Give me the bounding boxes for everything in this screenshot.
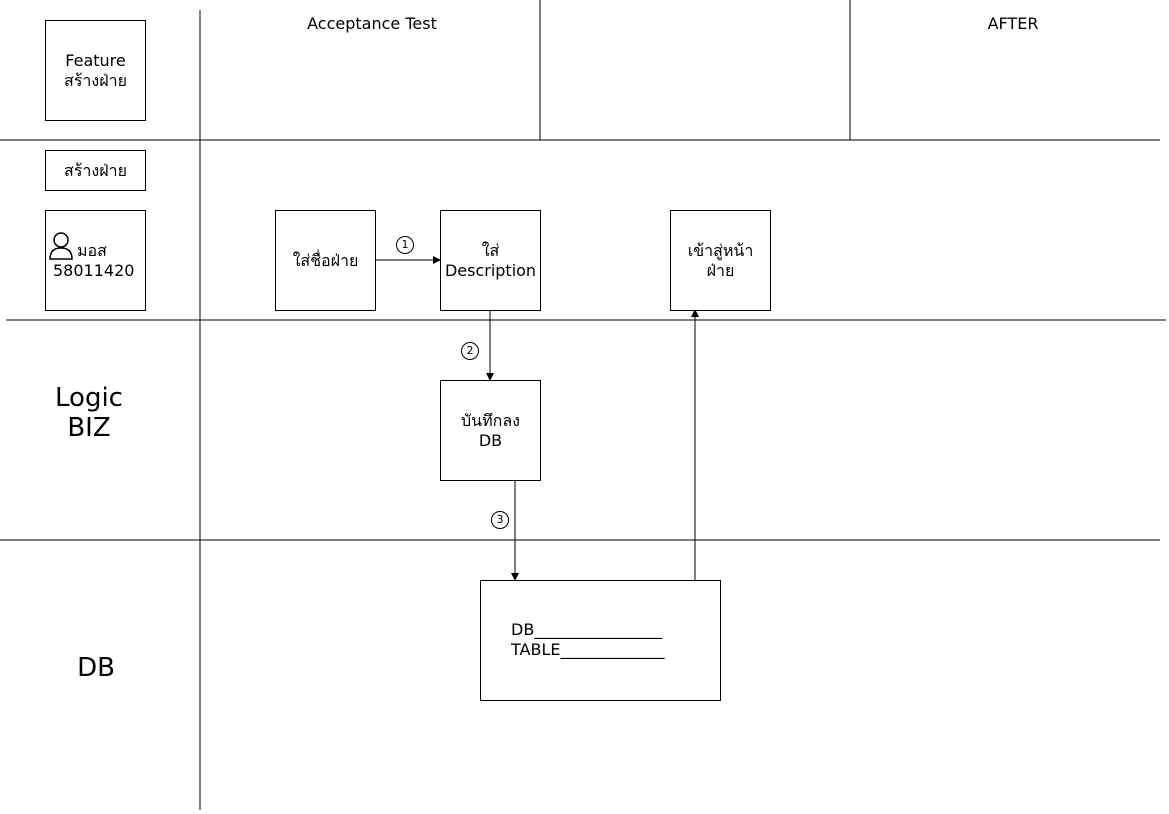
lane-label-logic: Logic BIZ [39,383,139,443]
user-icon [49,232,73,260]
step-enter-description-box: ใส่ Description [440,210,541,311]
story-box: สร้างฝ่าย [45,150,146,191]
db-table-line-db: DB________________ [511,620,663,639]
actor-id: 58011420 [53,261,135,280]
acceptance-test-title: Acceptance Test [307,14,437,33]
step-number-1: 1 [396,236,414,254]
after-title: AFTER [987,14,1039,33]
step-enter-description-line1: ใส่ [481,240,500,260]
step-number-3: 3 [491,511,509,529]
lane-label-logic-line1: Logic [55,383,123,413]
step-number-2: 2 [461,342,479,360]
step-go-page-box: เข้าสู่หน้า ฝ่าย [670,210,771,311]
feature-box: Feature สร้างฝ่าย [45,20,146,121]
feature-label: Feature [65,50,126,70]
db-table-text: DB________________ TABLE_____________ [511,620,664,660]
lane-label-logic-line2: BIZ [67,413,111,443]
db-table-box [480,580,721,701]
db-table-line-table: TABLE_____________ [511,640,665,659]
actor-box: มอส 58011420 [45,210,146,311]
feature-name: สร้างฝ่าย [64,70,127,90]
step-go-page-line2: ฝ่าย [706,260,735,280]
step-go-page-line1: เข้าสู่หน้า [687,240,754,260]
step-save-db-box: บันทึกลง DB [440,380,541,481]
step-enter-description-line2: Description [444,260,537,280]
lane-label-db: DB [77,653,115,683]
step-save-db-line1: บันทึกลง [461,410,520,430]
step-enter-name-box: ใส่ชื่อฝ่าย [275,210,376,311]
actor-name: มอส [77,241,107,260]
step-save-db-line2: DB [478,430,503,450]
